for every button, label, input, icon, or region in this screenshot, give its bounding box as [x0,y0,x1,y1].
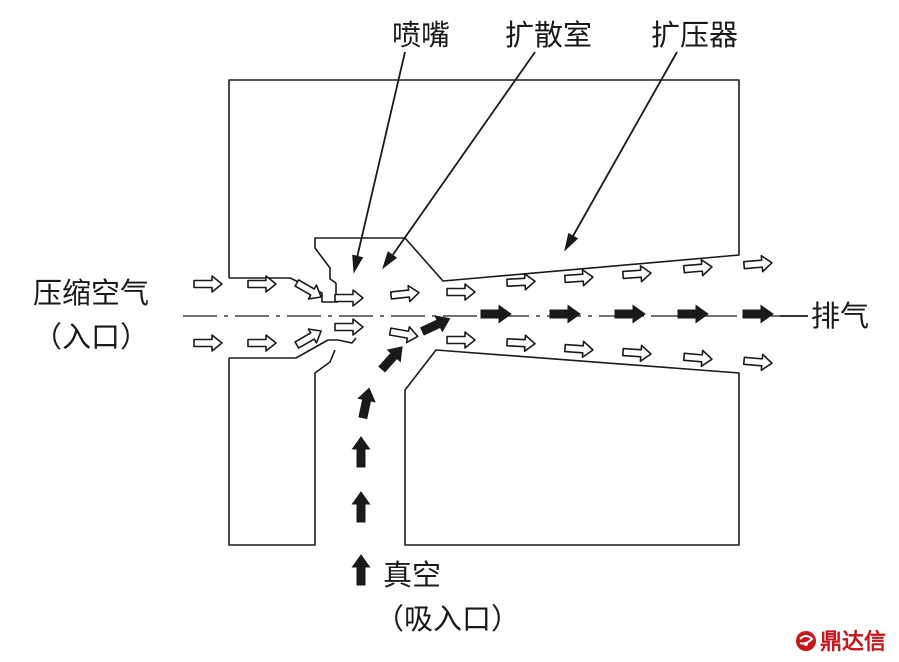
solid-arrow-icon [614,305,646,323]
hollow-arrow-icon [193,334,223,352]
compressed-air-inlet-label: （入口） [33,320,149,354]
diffuser-leader [572,51,678,237]
hollow-arrow-icon [682,258,714,278]
nozzle-lip [337,337,357,344]
solid-arrow-icon [354,386,378,420]
hollow-arrow-icon [247,334,277,352]
hollow-arrow-icon [682,348,714,368]
brand-name: 鼎达信 [820,629,886,655]
vacuum-inlet-label: （吸入口） [375,602,520,636]
lower-air-channel [229,339,338,359]
hollow-arrow-icon [446,283,476,301]
nozzle-leader [355,51,406,263]
solid-arrow-icon [742,305,774,323]
hollow-arrow-icon [563,339,595,359]
hollow-arrow-icon [292,275,326,305]
exhaust-label: 排气 [811,299,869,333]
vacuum-label: 真空 [383,558,441,592]
hollow-arrow-icon [505,272,537,292]
hollow-arrow-icon [389,283,421,305]
solid-arrow-icon [352,491,370,523]
compressed-air-label: 压缩空气 [33,276,149,310]
hollow-arrow-icon [621,264,653,284]
lower-left-block [228,349,336,546]
diffusion-chamber-label: 扩散室 [505,18,592,52]
nozzle-leader-head [348,254,363,274]
label-leaders [348,51,678,274]
hollow-arrow-icon [334,289,364,307]
hollow-arrow-icon [505,333,537,353]
hollow-arrow-icon [742,254,774,274]
hollow-arrow-icon [334,318,364,336]
nozzle-label: 喷嘴 [392,18,450,52]
solid-arrow-icon [480,305,512,323]
brand-mark: 鼎达信 [796,629,886,655]
hollow-arrow-icon [388,322,420,346]
solid-arrow-icon [418,310,454,340]
lower-right-block [404,349,740,546]
solid-arrow-icon [352,554,370,586]
hollow-arrow-icon [193,275,223,293]
upper-block-outline [228,79,740,284]
diffusion-leader [391,51,536,257]
hollow-arrow-icon [292,323,326,353]
solid-arrow-icon [677,305,709,323]
vacuum-flow [352,305,774,586]
upper-air-channel [229,277,338,303]
solid-arrow-icon [375,340,409,376]
solid-arrow-icon [549,305,581,323]
hollow-arrow-icon [563,268,595,288]
diffuser-label: 扩压器 [651,18,738,52]
hollow-arrow-icon [742,352,774,372]
diffuser-leader-head [560,233,578,253]
solid-arrow-icon [352,436,370,468]
hollow-arrow-icon [621,343,653,363]
swirl-logo-icon [796,631,816,651]
hollow-arrow-icon [446,331,476,349]
